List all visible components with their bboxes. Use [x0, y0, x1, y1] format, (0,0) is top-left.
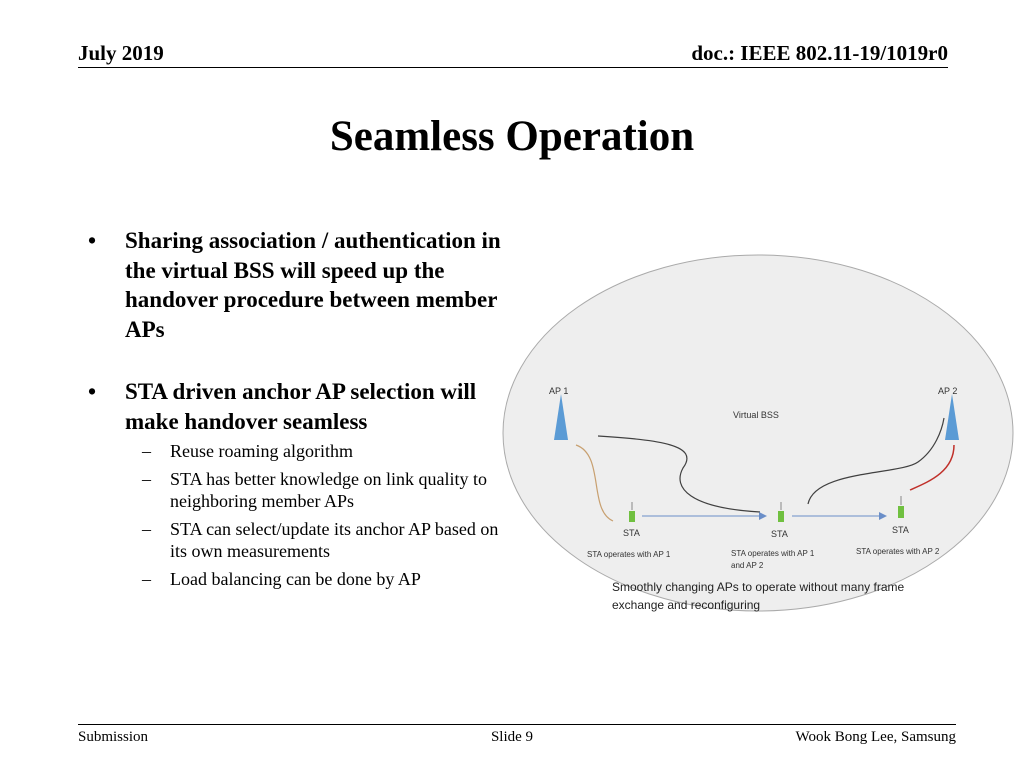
sta3-label: STA: [892, 525, 909, 535]
sta3-caption: STA operates with AP 2: [856, 547, 940, 556]
sub-bullet-text: Reuse roaming algorithm: [170, 441, 353, 461]
footer-submission: Submission: [78, 729, 149, 745]
virtual-bss-ellipse-border: [502, 254, 1014, 612]
sub-bullet-text: Load balancing can be done by AP: [170, 569, 421, 589]
sub-bullet-item: –Reuse roaming algorithm: [142, 441, 353, 461]
link-ap1-sta2: [597, 435, 761, 513]
ap2-label: AP 2: [938, 386, 957, 396]
sub-bullet-list: –Reuse roaming algorithm –STA has better…: [125, 440, 508, 590]
bullet-dot: •: [88, 379, 97, 404]
sta1-caption: STA operates with AP 1: [587, 550, 671, 559]
ap1-antenna-icon: [554, 394, 568, 440]
sta2-caption-line2: and AP 2: [731, 561, 764, 570]
diagram-caption-line2: exchange and reconfiguring: [612, 598, 760, 612]
sub-bullet-text: STA has better knowledge on link quality…: [170, 469, 488, 511]
link-ap1-sta1: [575, 444, 614, 522]
sub-bullet-item: –STA has better knowledge on link qualit…: [142, 469, 488, 511]
bullet-dot: •: [88, 228, 97, 253]
sta3-device-icon: [898, 506, 904, 518]
sta2-label: STA: [771, 529, 788, 539]
footer-author: Wook Bong Lee, Samsung: [795, 729, 956, 745]
ap2-antenna-icon: [945, 394, 959, 440]
bullet-text: Sharing association / authentication in …: [125, 228, 501, 342]
link-ap2-sta3: [909, 444, 955, 491]
sta1-device-icon: [629, 511, 635, 522]
header-divider: [78, 67, 948, 68]
bullet-list: • Sharing association / authentication i…: [88, 226, 508, 596]
sta2-device-icon: [778, 511, 784, 522]
virtual-bss-label: Virtual BSS: [733, 410, 779, 420]
sub-bullet-item: –STA can select/update its anchor AP bas…: [142, 519, 499, 561]
sta1-label: STA: [623, 528, 640, 538]
sta3-antenna-icon: [900, 496, 902, 505]
slide-title: Seamless Operation: [329, 113, 695, 160]
bullet-text: STA driven anchor AP selection will make…: [125, 379, 477, 434]
bullet-item: • STA driven anchor AP selection will ma…: [88, 377, 508, 590]
footer-divider: [78, 724, 956, 725]
sub-bullet-item: –Load balancing can be done by AP: [142, 569, 421, 589]
bullet-item: • Sharing association / authentication i…: [88, 226, 508, 344]
virtual-bss-ellipse: [503, 255, 1013, 611]
sta2-antenna-icon: [780, 502, 782, 510]
link-sta2-ap2: [807, 417, 945, 505]
sta2-caption-line1: STA operates with AP 1: [731, 549, 815, 558]
sub-bullet-text: STA can select/update its anchor AP base…: [170, 519, 499, 561]
header-date: July 2019: [78, 41, 164, 65]
header-doc-id: doc.: IEEE 802.11-19/1019r0: [691, 41, 948, 65]
ap1-label: AP 1: [549, 386, 568, 396]
footer-slide-number: Slide 9: [490, 729, 534, 745]
diagram-caption-line1: Smoothly changing APs to operate without…: [612, 580, 904, 594]
sta1-antenna-icon: [631, 502, 633, 510]
